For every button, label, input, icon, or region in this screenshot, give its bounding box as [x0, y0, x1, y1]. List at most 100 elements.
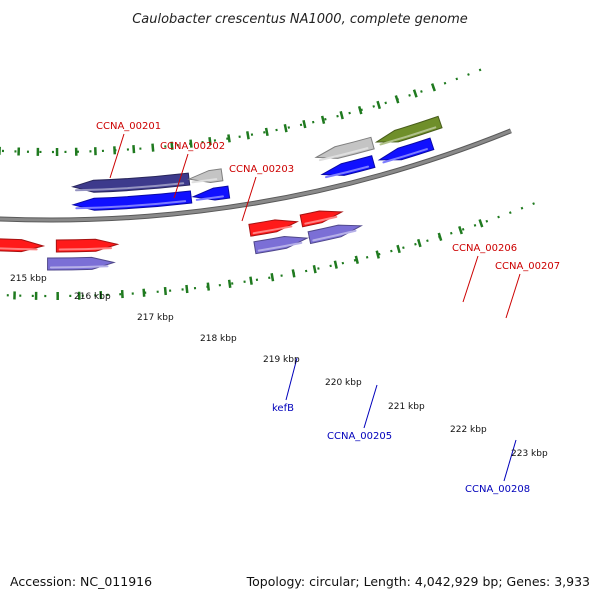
map-area [0, 66, 540, 482]
ruler-dash [437, 232, 443, 241]
ruler-dash [283, 123, 288, 133]
feature-arrow-highlight [257, 241, 303, 252]
ruler-dash [416, 238, 422, 248]
feature-arrow-highlight [312, 229, 357, 242]
ruler-dash [339, 110, 344, 120]
feature-arrow-highlight [304, 215, 338, 225]
ruler-dash [170, 141, 174, 150]
tick-labels: 215 kbp 216 kbp 217 kbp 218 kbp 219 kbp 220 k… [10, 274, 548, 459]
tick-label: 215 kbp [10, 274, 47, 284]
feature-arrow-highlight [75, 200, 187, 210]
leader-lines [109, 133, 521, 482]
feature-arrow-highlight [382, 148, 428, 164]
gene-leader-line [285, 357, 298, 401]
feature-arrow-highlight [195, 195, 224, 201]
feature-arrow[interactable] [70, 172, 191, 193]
feature-arrow[interactable] [320, 155, 376, 179]
tick-label: 218 kbp [200, 334, 237, 344]
gene-leader-line [241, 176, 257, 222]
feature-arrow[interactable] [0, 237, 46, 253]
ruler-dash [458, 226, 463, 235]
feature-arrow-highlight [58, 247, 113, 251]
gene-label[interactable]: CCNA_00207 [495, 261, 560, 272]
ruler-dots [0, 66, 540, 300]
feature-arrow[interactable] [377, 137, 435, 164]
ruler-dash [396, 244, 401, 254]
ruler-dash [430, 83, 436, 92]
gene-label[interactable]: CCNA_00208 [465, 484, 530, 495]
tick-label: 217 kbp [137, 313, 174, 323]
feature-arrow-body [374, 115, 443, 143]
tick-label: 219 kbp [263, 355, 300, 365]
feature-arrow[interactable] [71, 190, 193, 211]
feature-arrow[interactable] [307, 224, 364, 245]
ruler-dash [264, 127, 269, 137]
feature-arrow[interactable] [253, 235, 310, 255]
feature-arrow-highlight [325, 165, 370, 179]
gene-label[interactable]: CCNA_00206 [452, 243, 517, 254]
ruler-dash [206, 282, 211, 291]
ruler-dash [227, 279, 232, 288]
tick-label: 216 kbp [74, 292, 111, 302]
inner-ruler-dots [0, 66, 486, 154]
ruler-dash [376, 100, 381, 110]
ruler-dash [375, 250, 380, 259]
ruler-dash [354, 255, 359, 264]
feature-arrow-highlight [49, 265, 109, 269]
summary-text: Topology: circular; Length: 4,042,929 bp… [246, 574, 590, 589]
tick-label: 221 kbp [388, 402, 425, 412]
feature-arrow-highlight [318, 147, 369, 162]
ruler-dash [142, 288, 146, 297]
ruler-dash [185, 284, 189, 294]
tick-label: 222 kbp [450, 425, 487, 435]
feature-arrow-body [71, 190, 193, 211]
feature-arrow[interactable] [248, 219, 299, 237]
gene-label[interactable]: CCNA_00203 [229, 164, 294, 175]
feature-arrow[interactable] [374, 115, 443, 146]
ruler-dash [320, 115, 326, 124]
gene-label[interactable]: CCNA_00202 [160, 141, 225, 152]
ruler-dash [189, 139, 193, 148]
ruler-dash [151, 143, 155, 152]
backbone-shadow [0, 128, 512, 223]
tick-label: 220 kbp [325, 378, 362, 388]
ruler-dash [270, 273, 275, 282]
ruler-dash [132, 145, 136, 154]
feature-arrow[interactable] [55, 238, 120, 253]
feature-arrow[interactable] [191, 185, 231, 201]
ruler-dash [291, 269, 296, 278]
ruler-dash [208, 137, 212, 146]
gene-leader-line [505, 273, 521, 319]
gene-leader-line [173, 153, 189, 199]
ruler-dash [478, 219, 484, 228]
backbone [0, 128, 512, 223]
tick-label: 223 kbp [511, 449, 548, 459]
gene-leader-line [462, 255, 479, 303]
ruler-dash [163, 286, 167, 296]
ruler-dash [357, 106, 363, 115]
gene-label[interactable]: kefB [272, 403, 294, 414]
feature-arrow[interactable] [187, 168, 224, 184]
ruler-dash [312, 265, 317, 274]
feature-arrow[interactable] [314, 136, 375, 162]
ruler-dash [249, 276, 253, 285]
feature-arrow-highlight [379, 126, 437, 146]
ruler-dash [333, 260, 338, 269]
ruler-dash [246, 131, 250, 140]
gene-label[interactable]: CCNA_00201 [96, 121, 161, 132]
feature-arrow-highlight [252, 225, 293, 235]
gene-leader-line [503, 439, 517, 482]
gene-leader-line [109, 133, 125, 179]
feature-arrow-body [377, 137, 435, 161]
gene-leader-line [363, 384, 378, 429]
ruler-dash [412, 89, 418, 98]
page-title: Caulobacter crescentus NA1000, complete … [132, 12, 468, 27]
gene-label[interactable]: CCNA_00205 [327, 431, 392, 442]
ruler-dash [394, 95, 400, 104]
feature-arrow-highlight [74, 182, 185, 192]
feature-arrow[interactable] [47, 256, 116, 271]
backbone-line [0, 129, 512, 222]
gene-labels: CCNA_00201CCNA_00202CCNA_00203CCNA_00206… [96, 121, 560, 495]
feature-arrow[interactable] [299, 210, 344, 228]
